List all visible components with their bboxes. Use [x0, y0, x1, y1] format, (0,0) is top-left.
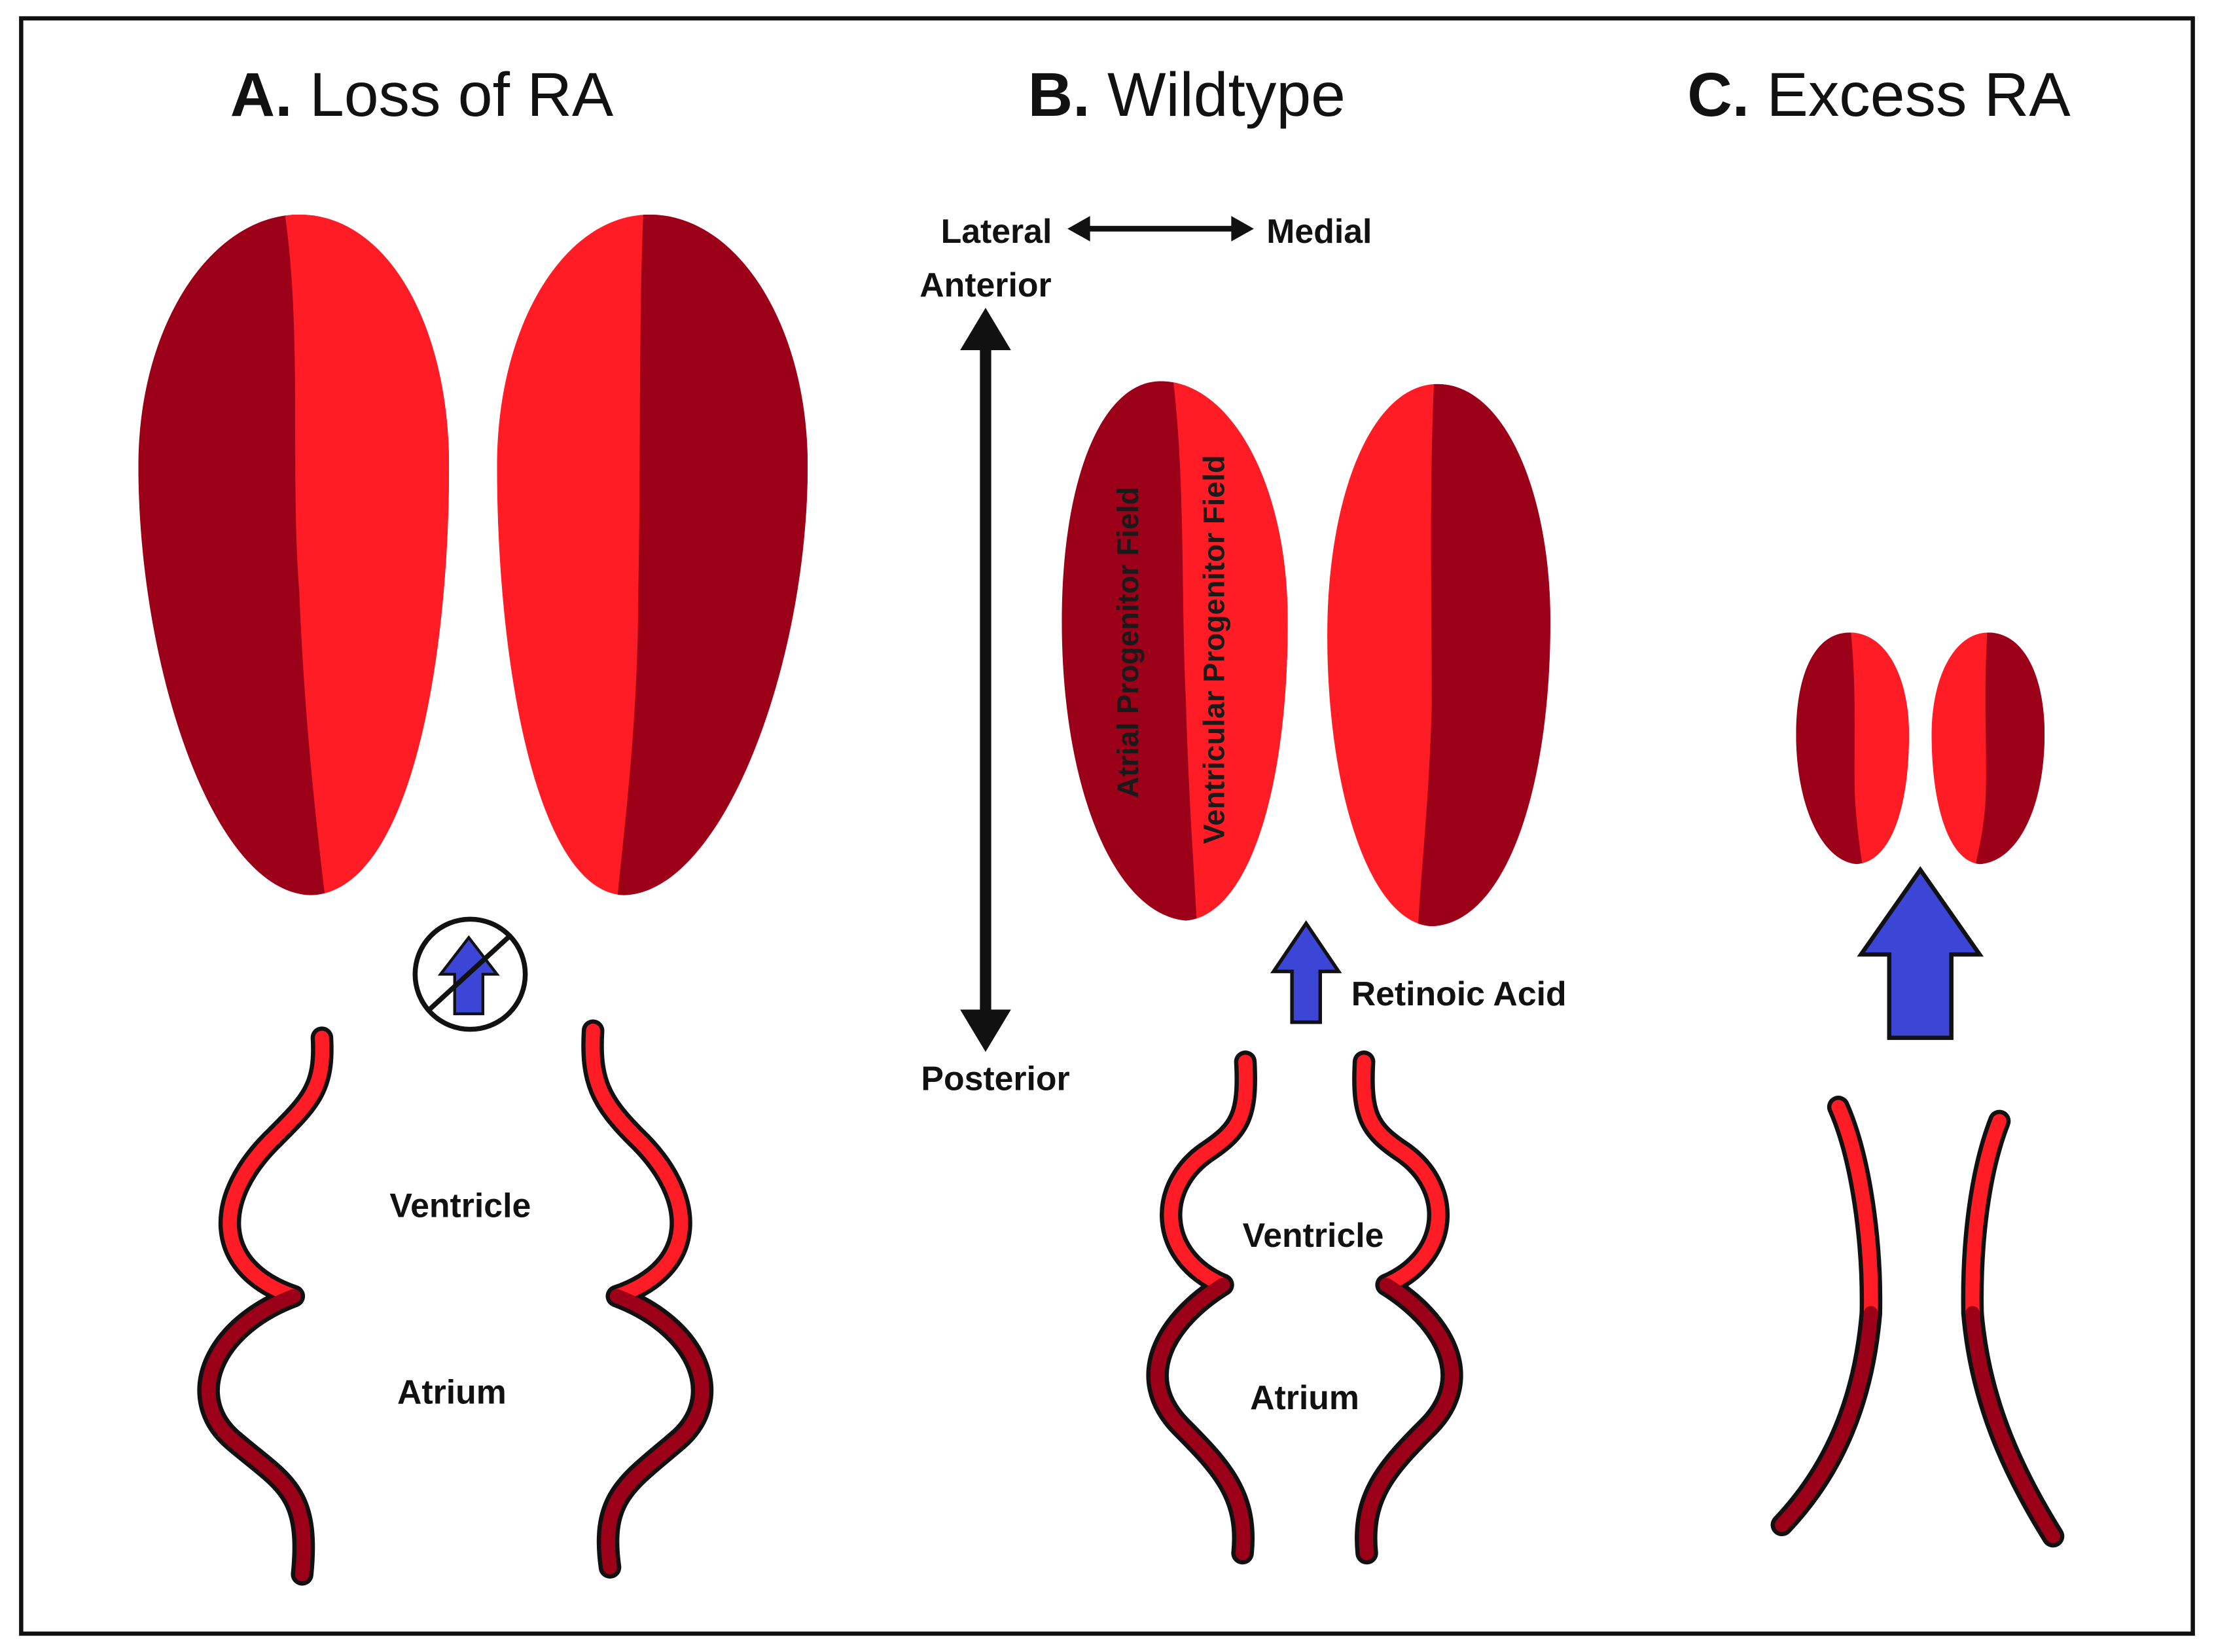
posterior-label: Posterior: [921, 1059, 1069, 1097]
panel-b-left-progenitor-field: [1062, 381, 1288, 921]
panel-b-title: B. Wildtype: [1028, 60, 1346, 130]
atrial-progenitor-field-label: Atrial Progenitor Field: [1111, 487, 1145, 799]
panel-b-ventricle-label: Ventricle: [1243, 1216, 1384, 1254]
lateral-label: Lateral: [941, 212, 1052, 250]
panel-a-title: A. Loss of RA: [230, 60, 614, 130]
anterior-posterior-axis-arrow: [960, 308, 1011, 1052]
ventricular-progenitor-field-label: Ventricular Progenitor Field: [1198, 455, 1231, 844]
panel-a-atrium-label: Atrium: [397, 1373, 507, 1410]
panel-b-right-progenitor-field: [1327, 384, 1550, 927]
panel-c-right-heart-tube: [1961, 1109, 2065, 1548]
panel-c-left-heart-tube: [1770, 1096, 1883, 1537]
panel-a-right-heart-tube: [581, 1019, 714, 1579]
panel-b-left-heart-tube: [1146, 1050, 1257, 1565]
no-retinoic-acid-icon: [412, 916, 528, 1032]
panel-a-left-heart-tube: [197, 1026, 334, 1586]
panel-b-right-heart-tube: [1352, 1050, 1463, 1565]
lateral-medial-axis-arrow: [1067, 216, 1254, 242]
panel-b-atrium-label: Atrium: [1250, 1378, 1359, 1416]
panel-a-ventricle-label: Ventricle: [389, 1187, 531, 1225]
retinoic-acid-arrow-icon: [1270, 920, 1342, 1024]
excess-retinoic-acid-arrow-icon: [1857, 866, 1984, 1040]
retinoic-acid-label: Retinoic Acid: [1351, 975, 1567, 1013]
anterior-label: Anterior: [920, 266, 1051, 304]
panel-c-title: C. Excess RA: [1687, 60, 2071, 130]
medial-label: Medial: [1266, 212, 1372, 250]
